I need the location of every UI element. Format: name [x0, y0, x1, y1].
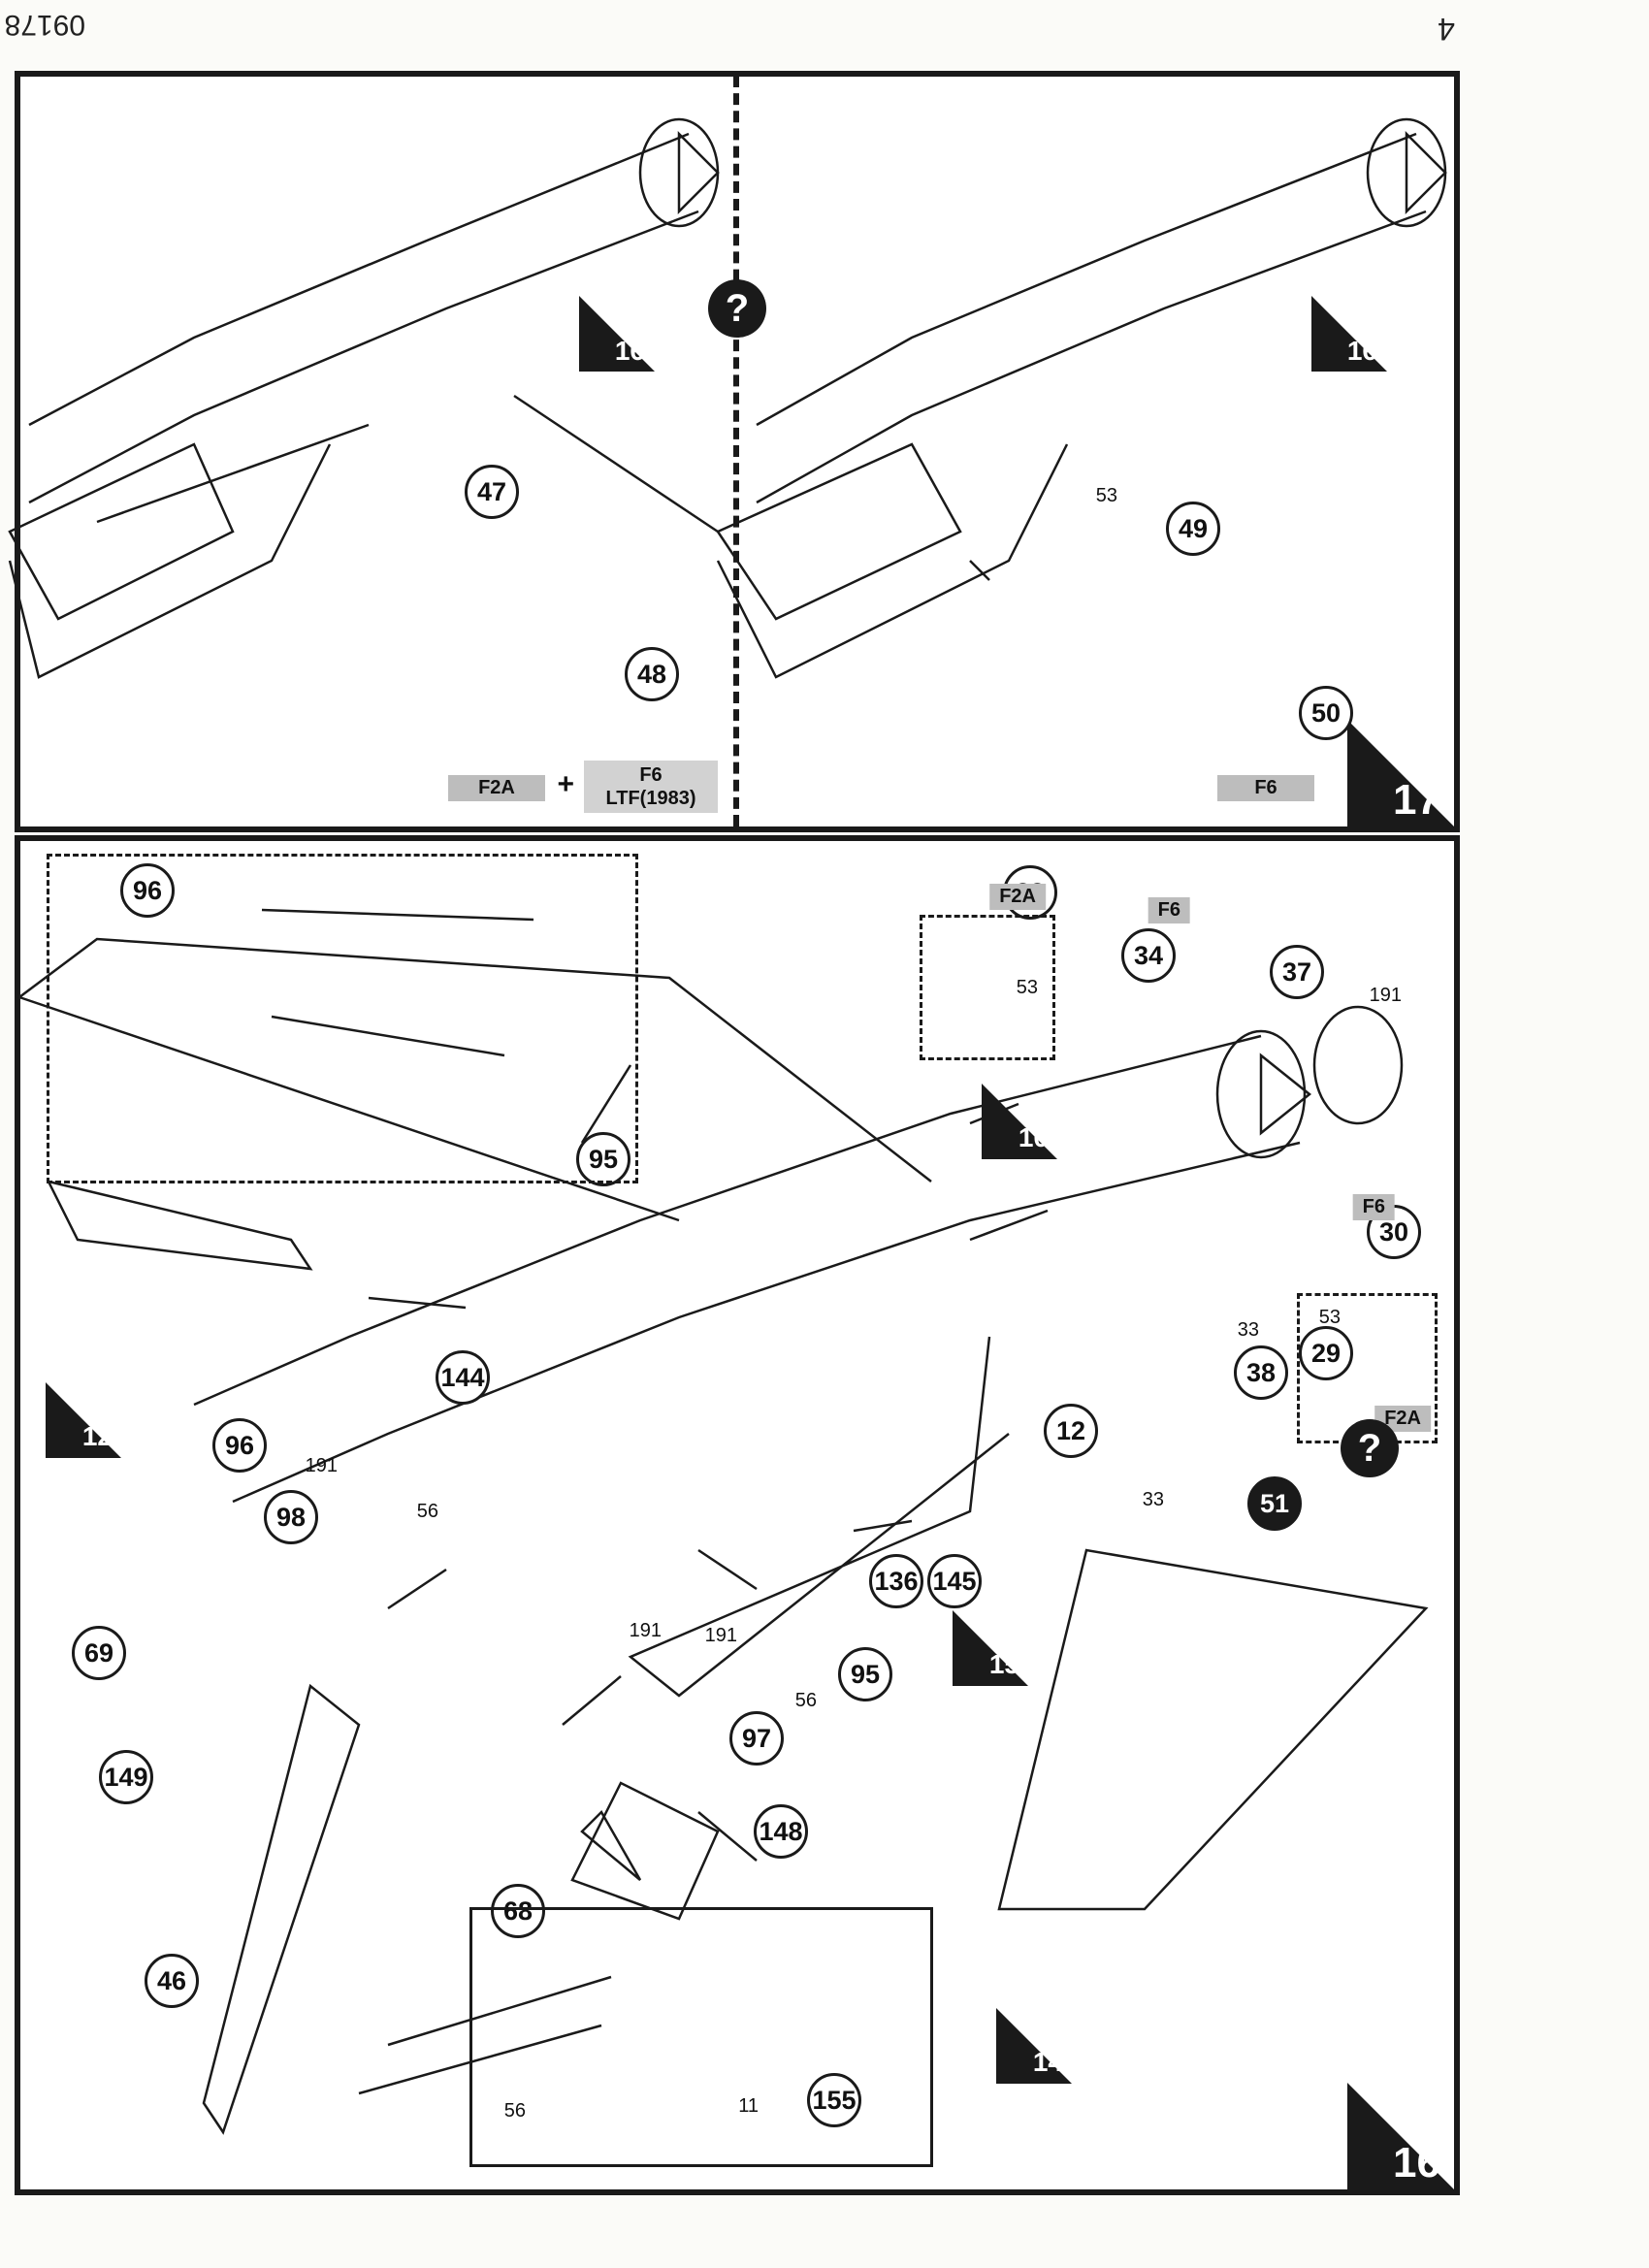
- tag-f6-a: F6: [1352, 1194, 1395, 1220]
- f2a-arrow: [96, 423, 370, 524]
- f6-nose-cone: [1405, 130, 1447, 215]
- label-33-b: 33: [1237, 1319, 1259, 1341]
- callout-48: 48: [625, 647, 679, 701]
- main-exhaust-ring: [1312, 1005, 1404, 1125]
- tag-f6-b: F6: [1148, 897, 1190, 923]
- label-56-b: 56: [416, 1501, 438, 1522]
- main-fuselage-bottom: [193, 1034, 1262, 1407]
- dashed-inset-details: [261, 908, 534, 1057]
- ref-16-f2a-number: 16: [614, 336, 645, 366]
- callout-12: 12: [1044, 1404, 1098, 1458]
- tag-f2a-b: F2A: [989, 884, 1046, 910]
- ref-12-number: 12: [81, 1421, 113, 1451]
- fin-part-68: [570, 1781, 720, 1921]
- option-icon-f2a-a: ?: [1341, 1419, 1399, 1477]
- label-56-a: 56: [794, 1690, 817, 1711]
- main-nose-cone: [1259, 1053, 1312, 1136]
- f2a-panel-part-48: [8, 442, 235, 621]
- inset-pointer: [580, 1809, 642, 1881]
- callout-144: 144: [436, 1350, 490, 1405]
- f6-ltf-tag: F6 LTF(1983): [584, 761, 718, 813]
- f6-variant-tag: F6: [1217, 775, 1314, 801]
- f6-gear-bay: [716, 443, 1069, 679]
- inset-cockpit-option: [47, 854, 638, 1183]
- ref-10-number: 10: [1018, 1122, 1049, 1152]
- callout-136: 136: [869, 1554, 923, 1608]
- callout-51: 51: [1247, 1476, 1302, 1531]
- f6-ltf-tag-line2: LTF(1983): [605, 788, 696, 809]
- callout-145: 145: [927, 1554, 982, 1608]
- callout-37: 37: [1270, 945, 1324, 999]
- tail-fin-part-46: [202, 1683, 361, 2135]
- f6-arrow-1: [513, 394, 719, 534]
- inset-detail-155: [469, 1907, 933, 2167]
- label-191-c: 191: [629, 1620, 662, 1641]
- callout-50: 50: [1299, 686, 1353, 740]
- vertical-fin: [997, 1548, 1429, 1911]
- callout-69: 69: [72, 1626, 126, 1680]
- callout-148: 148: [754, 1804, 808, 1859]
- main-intake: [1215, 1029, 1307, 1159]
- label-191-d: 191: [1369, 985, 1402, 1006]
- detail-box-bottom: [358, 1975, 612, 2095]
- f2a-nose-cone: [677, 130, 720, 215]
- option-icon-f6: ?: [708, 279, 766, 338]
- left-wing: [16, 937, 932, 1222]
- callout-149: 149: [99, 1750, 153, 1804]
- label-53-f6: 53: [1095, 485, 1117, 506]
- f6-arrow-2: [969, 560, 990, 581]
- ref-14-number: 14: [1032, 2047, 1063, 2077]
- callout-97: 97: [729, 1711, 784, 1766]
- f2a-option-box-b: [920, 915, 1055, 1060]
- callout-38: 38: [1234, 1345, 1288, 1400]
- callout-46: 46: [145, 1954, 199, 2008]
- f2a-gear-bay: [8, 443, 332, 679]
- callout-47: 47: [465, 465, 519, 519]
- f2a-variant-tag: F2A: [448, 775, 545, 801]
- main-fuselage-top: [232, 1141, 1301, 1504]
- f6-fuselage-outline: [756, 132, 1427, 504]
- callout-49: 49: [1166, 502, 1220, 556]
- label-33-a: 33: [1142, 1489, 1164, 1510]
- callout-34: 34: [1121, 928, 1176, 983]
- f6-ltf-tag-line1: F6: [639, 764, 663, 786]
- callout-98: 98: [264, 1490, 318, 1544]
- label-191-a: 191: [704, 1625, 737, 1646]
- ref-16-f6-number: 16: [1346, 336, 1377, 366]
- f2a-fuselage-outline: [28, 132, 699, 504]
- ref-15-number: 15: [988, 1649, 1019, 1679]
- callout-95: 95: [838, 1647, 892, 1701]
- f6-panel-part-50: [716, 442, 962, 621]
- label-191-b: 191: [305, 1455, 338, 1476]
- ventral-fin: [46, 1180, 313, 1271]
- assembly-arrows: [368, 1064, 1049, 1862]
- callout-96: 96: [212, 1418, 267, 1473]
- right-wing: [628, 1336, 1010, 1698]
- plus-sign: +: [557, 768, 574, 800]
